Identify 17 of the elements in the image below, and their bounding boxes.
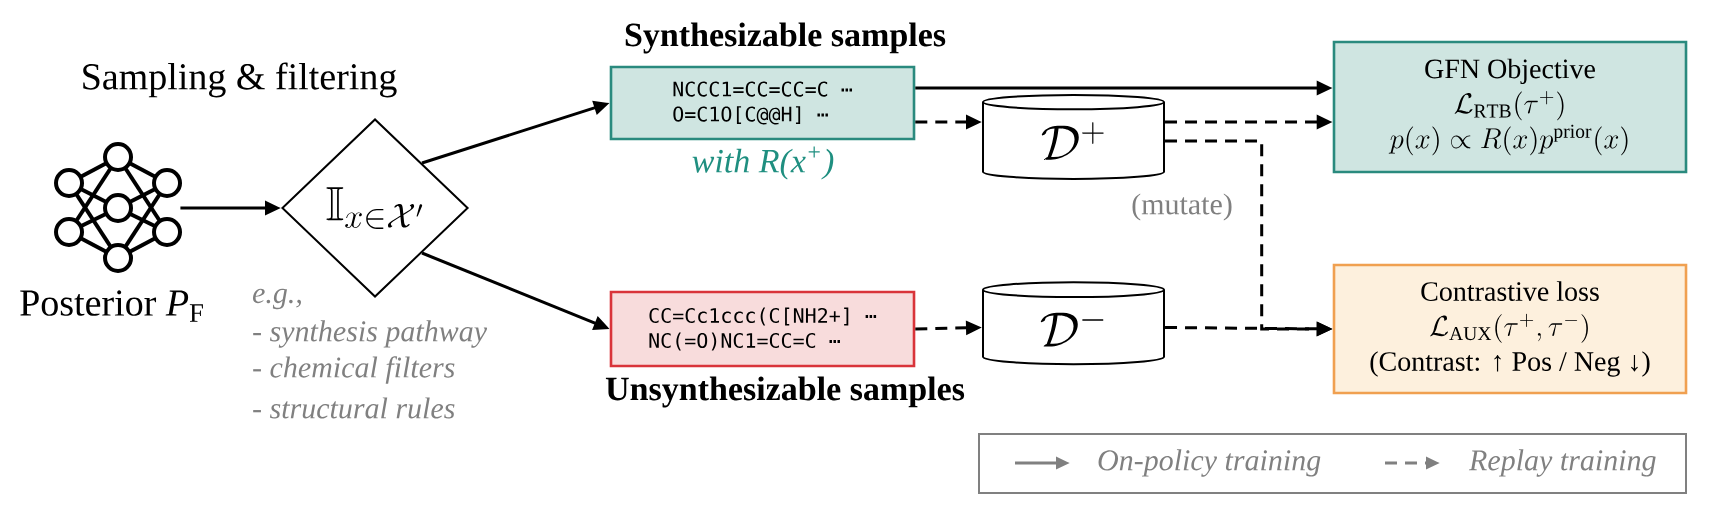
note-text: - structural rules xyxy=(253,397,455,419)
box-heading: Synthesizable samples xyxy=(625,22,946,54)
note-text: - synthesis pathway xyxy=(253,320,488,348)
legend-text: On-policy training xyxy=(1098,449,1321,477)
title: Sampling & filtering xyxy=(83,62,397,98)
database-cylinder: $\mathcal{D}^{-}$ xyxy=(982,281,1165,366)
edge-label: (mutate) xyxy=(1129,191,1235,223)
node-caption: Posterior P$_{F}$ xyxy=(20,290,203,322)
process-box: Contrastive loss $\mathcal{L}_{\mathrm{AUX}}(\tau^{+},\tau^{-})$ (Contrast: ↑ Pos / Neg ↓) xyxy=(1332,263,1688,395)
process-box: NCCC1=CC=CC=C ⋯ O=C1O[C@@H] ⋯ xyxy=(609,65,916,141)
database-cylinder: $\mathcal{D}^{+}$ xyxy=(982,93,1165,180)
process-box: CC=Cc1ccc(C[NH2+] ⋯ NC(=O)NC1=CC=C ⋯ xyxy=(609,290,916,368)
note-text: - chemical filters xyxy=(253,356,455,384)
box-heading: Unsynthesizable samples xyxy=(605,376,965,408)
legend-text: Replay training xyxy=(1468,449,1656,477)
process-box: GFN Objective $\mathcal{L}_{\mathrm{RTB}}(\tau^{+})$ $p(x)\propto R(x)p^{\mathrm{prior}}(x)$ xyxy=(1332,40,1688,174)
reward-label: with R(x$^{+}$) xyxy=(692,146,834,180)
